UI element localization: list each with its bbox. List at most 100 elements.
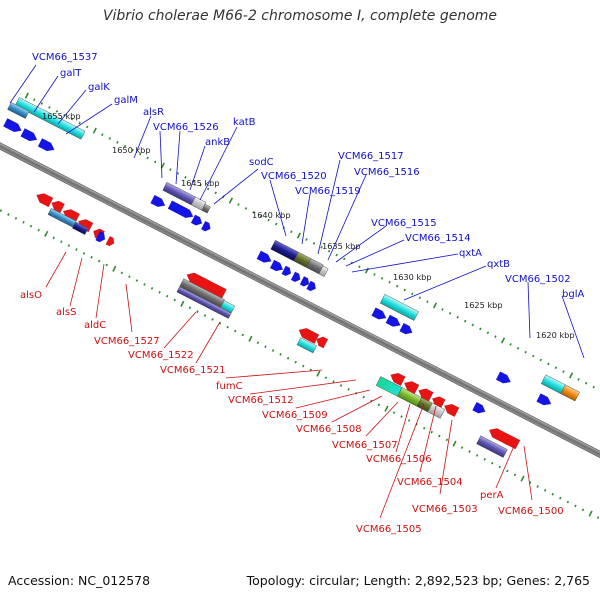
minor-tick	[566, 500, 570, 504]
kbp-label-1655: 1655 kbp	[42, 111, 81, 121]
kbp-label-1625: 1625 kbp	[464, 300, 503, 310]
minor-tick	[274, 222, 278, 226]
forward-tick-row	[24, 92, 595, 389]
label-qxta: qxtA	[459, 248, 482, 259]
label-vcm66-1516: VCM66_1516	[354, 167, 420, 178]
reverse-gene-arrow	[444, 403, 460, 417]
reverse-tick-row	[0, 209, 600, 519]
kbp-label-1635: 1635 kbp	[322, 241, 361, 251]
kbp-label-1640: 1640 kbp	[252, 210, 291, 220]
minor-tick	[48, 106, 51, 109]
label-vcm66-1527: VCM66_1527	[94, 336, 160, 347]
kbp-label-1620: 1620 kbp	[536, 330, 575, 340]
minor-tick	[259, 214, 263, 218]
kbp-label-1645: 1645 kbp	[181, 178, 220, 188]
minor-tick	[577, 378, 580, 381]
minor-tick	[252, 210, 255, 214]
minor-tick	[173, 298, 176, 302]
major-tick	[92, 127, 97, 134]
minor-tick	[509, 343, 512, 346]
major-tick	[520, 475, 525, 482]
genome-summary-text: Topology: circular; Length: 2,892,523 bp…	[246, 573, 590, 588]
minor-tick	[513, 473, 517, 477]
minor-tick	[264, 345, 267, 348]
minor-tick	[332, 380, 335, 383]
minor-tick	[29, 224, 33, 228]
minor-tick	[123, 144, 127, 148]
forward-gene-arrow	[269, 259, 284, 272]
major-tick	[228, 197, 233, 204]
chromosome-backbone	[0, 133, 600, 470]
minor-tick	[596, 516, 600, 519]
label-vcm66-1502: VCM66_1502	[505, 274, 571, 285]
minor-tick	[581, 508, 585, 512]
minor-tick	[460, 446, 464, 449]
minor-tick	[411, 292, 414, 296]
minor-tick	[536, 485, 539, 488]
minor-tick	[256, 341, 260, 345]
major-tick	[432, 302, 438, 309]
minor-tick	[388, 280, 391, 284]
label-vcm66-1515: VCM66_1515	[371, 218, 437, 229]
minor-tick	[347, 388, 350, 391]
minor-tick	[158, 290, 161, 294]
minor-tick	[176, 172, 180, 175]
label-bgla: bglA	[562, 289, 584, 300]
reverse-gene-arrow	[298, 328, 320, 344]
minor-tick	[483, 457, 486, 461]
forward-gene-arrow	[290, 271, 301, 282]
minor-tick	[52, 236, 55, 240]
label-also: alsO	[20, 290, 42, 301]
minor-tick	[67, 244, 71, 247]
label-vcm66-1509: VCM66_1509	[262, 410, 328, 421]
minor-tick	[22, 220, 25, 224]
minor-tick	[468, 450, 471, 453]
minor-tick	[154, 160, 157, 164]
minor-tick	[327, 249, 331, 253]
minor-tick	[543, 489, 547, 492]
minor-tick	[562, 370, 565, 373]
major-tick	[452, 440, 457, 447]
reverse-gene-arrow	[390, 372, 406, 386]
kbp-label-1630: 1630 kbp	[393, 272, 432, 282]
minor-tick	[286, 356, 290, 360]
label-vcm66-1506: VCM66_1506	[366, 454, 432, 465]
minor-tick	[418, 296, 422, 300]
minor-tick	[422, 426, 426, 430]
minor-tick	[150, 286, 154, 290]
forward-gene-arrow	[37, 138, 55, 152]
minor-tick	[290, 230, 293, 234]
minor-tick	[184, 176, 187, 179]
forward-gene-arrow	[167, 200, 194, 218]
minor-tick	[592, 385, 595, 389]
label-vcm66-1537: VCM66_1537	[32, 52, 98, 63]
label-vcm66-1526: VCM66_1526	[153, 122, 219, 133]
label-sodc: sodC	[249, 157, 274, 168]
reverse-gene-arrow	[404, 381, 420, 395]
minor-tick	[14, 217, 18, 220]
minor-tick	[203, 314, 207, 317]
domain-bar-gray	[201, 203, 211, 214]
major-tick	[248, 335, 253, 342]
minor-tick	[498, 465, 502, 469]
minor-tick	[60, 240, 63, 244]
label-vcm66-1512: VCM66_1512	[228, 395, 294, 406]
gene-features	[3, 97, 580, 458]
forward-gene-arrow	[281, 265, 292, 277]
label-galt: galT	[60, 68, 82, 79]
minor-tick	[362, 395, 365, 399]
domain-bar-cyan	[379, 294, 419, 321]
forward-gene-arrow	[306, 280, 316, 292]
label-galk: galK	[88, 82, 110, 93]
reverse-callout-lines	[45, 251, 533, 519]
minor-tick	[584, 381, 588, 385]
minor-tick	[426, 300, 429, 304]
reverse-gene-arrow	[316, 336, 329, 349]
minor-tick	[358, 265, 361, 269]
minor-tick	[448, 311, 452, 315]
minor-tick	[116, 141, 119, 144]
label-vcm66-1519: VCM66_1519	[295, 186, 361, 197]
forward-gene-arrow	[201, 220, 211, 232]
domain-bar-cyan	[296, 337, 317, 354]
domain-bar-cyan	[540, 374, 566, 394]
